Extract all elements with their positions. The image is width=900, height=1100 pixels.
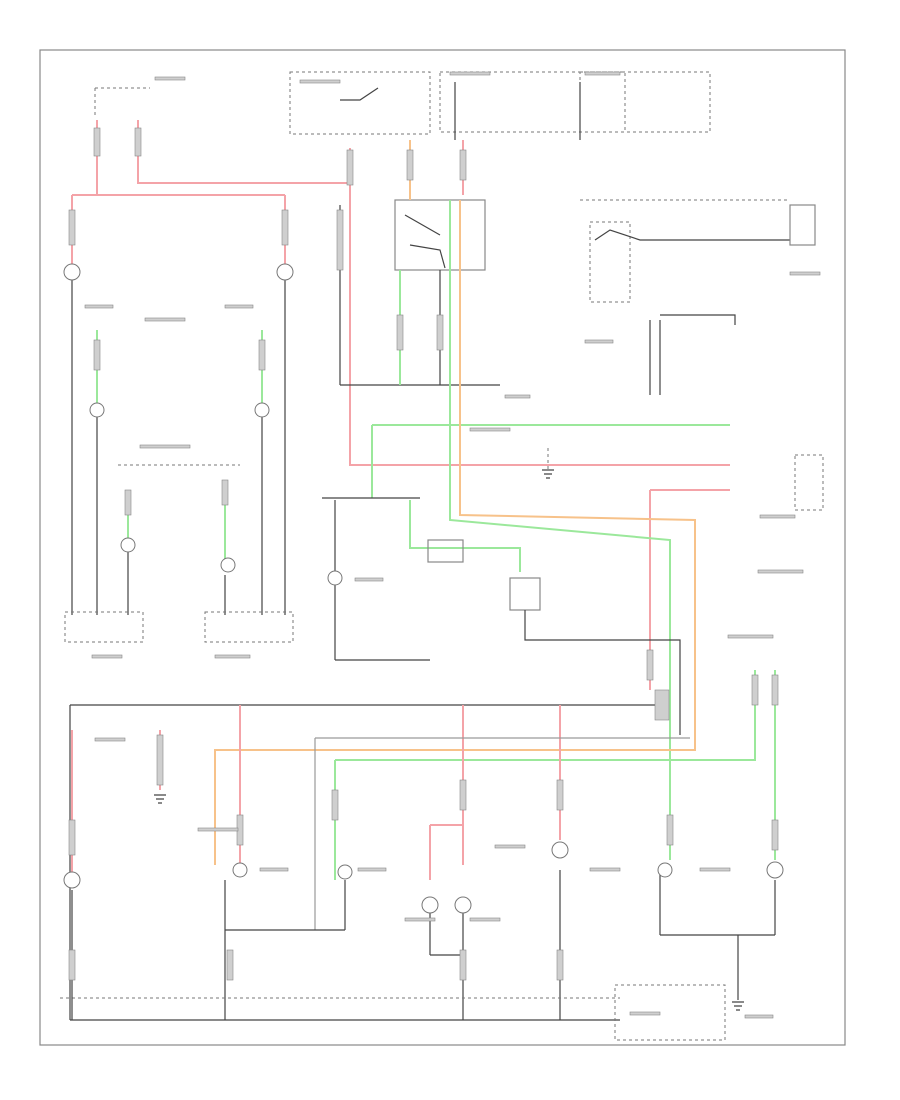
ground-icon <box>154 794 166 804</box>
bulb-icon <box>254 402 270 418</box>
connectors <box>68 127 779 981</box>
ground-symbols <box>154 469 744 1011</box>
bulb-icon <box>551 841 569 859</box>
bulb-icon <box>89 402 105 418</box>
bulb-icon <box>276 263 294 281</box>
diagram-frame <box>39 49 846 1046</box>
top-fuse-section <box>94 71 711 140</box>
center-lamp-group <box>322 448 681 735</box>
ground-icon <box>542 469 554 479</box>
bulb-icon <box>421 896 439 914</box>
bulb-icon <box>327 570 343 586</box>
green-signal-wires <box>96 200 776 880</box>
left-lamp-group <box>64 280 294 643</box>
bulb-icon <box>120 537 136 553</box>
bulb-icon <box>454 896 472 914</box>
ground-icon <box>732 1001 744 1011</box>
relay-module <box>339 199 500 386</box>
orange-wires <box>214 140 696 865</box>
bulb-icon <box>766 861 784 879</box>
lamp-bulbs <box>63 263 784 914</box>
component-labels <box>84 71 821 1019</box>
bulb-icon <box>220 557 236 573</box>
bulb-icon <box>63 263 81 281</box>
bulb-icon <box>63 871 81 889</box>
bulb-icon <box>337 864 353 880</box>
bulb-icon <box>657 862 673 878</box>
red-power-wires <box>71 120 730 690</box>
right-relay <box>580 199 824 511</box>
bulb-icon <box>232 862 248 878</box>
